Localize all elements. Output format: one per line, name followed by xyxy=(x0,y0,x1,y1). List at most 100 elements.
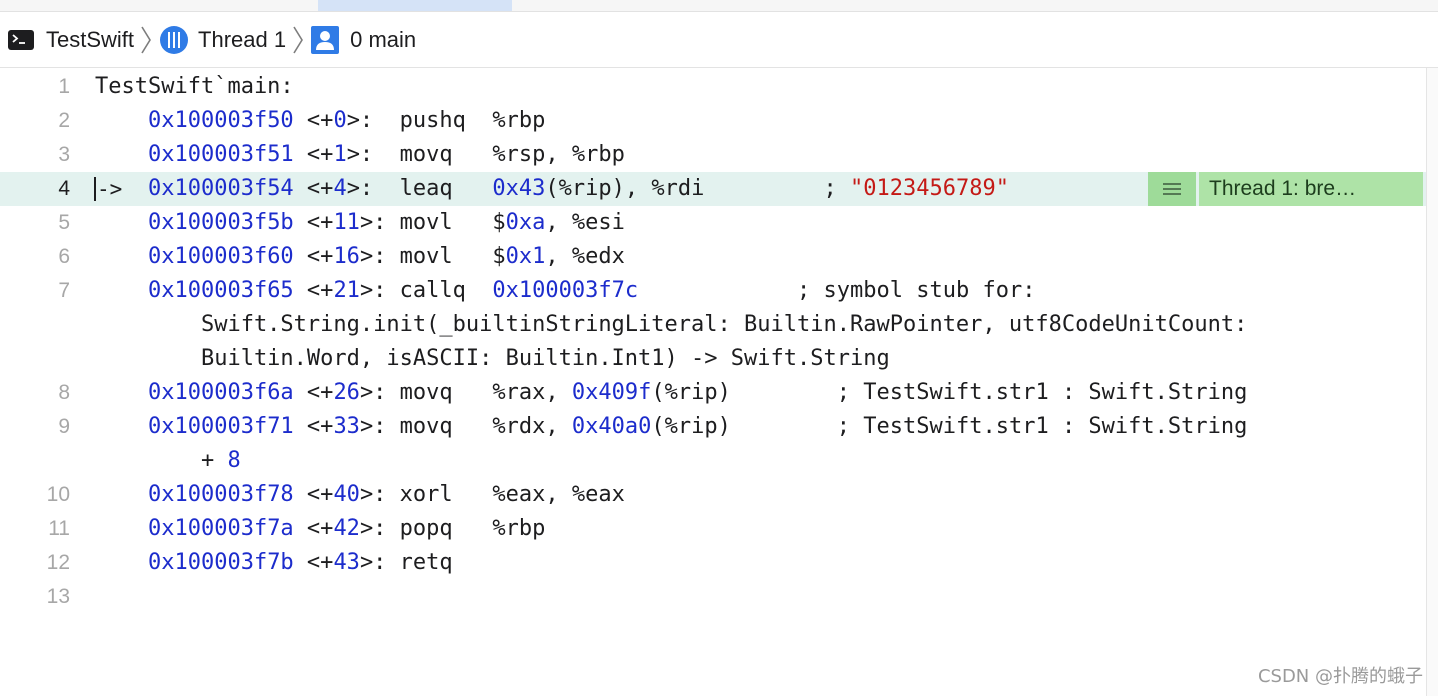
chevron-right-icon xyxy=(293,26,304,53)
code-token: >: leaq xyxy=(346,176,493,201)
code-token: <+ xyxy=(293,380,334,405)
code-token: >: pushq %rbp xyxy=(346,108,546,133)
code-token xyxy=(95,210,148,235)
code-token: Builtin.Word, isASCII: Builtin.Int1) -> … xyxy=(95,346,890,371)
line-number[interactable]: 12 xyxy=(46,551,70,574)
code-token: >: movl $ xyxy=(359,244,506,269)
code-token: 40 xyxy=(333,482,360,507)
frame-label: 0 main xyxy=(350,26,417,52)
code-token: <+ xyxy=(293,244,334,269)
code-token: 0x40a0 xyxy=(571,414,652,439)
code-token: 33 xyxy=(333,414,360,439)
code-token: 42 xyxy=(333,516,360,541)
code-token xyxy=(95,142,148,167)
line-number[interactable]: 5 xyxy=(58,211,70,234)
code-token: >: callq xyxy=(359,278,493,303)
jump-bar-frame[interactable]: 0 main xyxy=(311,12,416,67)
instruction-address: 0x100003f71 xyxy=(147,414,294,439)
code-line: 0x100003f50 <+0>: pushq %rbp xyxy=(95,104,545,138)
code-token xyxy=(95,550,148,575)
code-line: Builtin.Word, isASCII: Builtin.Int1) -> … xyxy=(95,342,890,376)
line-number[interactable]: 3 xyxy=(58,143,70,166)
watermark: CSDN @扑腾的蛾子 xyxy=(1257,666,1423,687)
breakpoint-annotation[interactable]: Thread 1: bre… xyxy=(1148,172,1423,206)
instruction-address: 0x100003f65 xyxy=(147,278,294,303)
jump-bar-thread[interactable]: Thread 1 xyxy=(159,12,286,67)
line-number[interactable]: 10 xyxy=(46,483,70,506)
code-token: (%rip) ; TestSwift.str1 : Swift.String xyxy=(651,414,1248,439)
code-token xyxy=(95,414,148,439)
tab-strip xyxy=(0,0,1438,12)
code-line: 0x100003f60 <+16>: movl $0x1, %edx xyxy=(95,240,625,274)
code-line: 0x100003f65 <+21>: callq 0x100003f7c ; s… xyxy=(95,274,1035,308)
code-token: 43 xyxy=(333,550,360,575)
code-token: + xyxy=(95,448,228,473)
active-tab[interactable] xyxy=(318,0,512,11)
line-number[interactable]: 9 xyxy=(58,415,70,438)
code-token: >: popq %rbp xyxy=(359,516,546,541)
code-token: <+ xyxy=(293,278,334,303)
instruction-address: 0x100003f78 xyxy=(147,482,294,507)
code-token: 8 xyxy=(227,448,241,473)
code-line: TestSwift`main: xyxy=(95,70,294,104)
program-counter-marker: -> xyxy=(94,172,124,206)
code-token: 26 xyxy=(333,380,360,405)
code-line: 0x100003f7b <+43>: retq xyxy=(95,546,453,580)
jump-bar-target[interactable]: TestSwift xyxy=(8,12,134,67)
instruction-address: 0x100003f6a xyxy=(147,380,294,405)
list-lines-icon[interactable] xyxy=(1148,172,1196,206)
code-token: 4 xyxy=(333,176,347,201)
line-number[interactable]: 2 xyxy=(58,109,70,132)
instruction-address: 0x100003f5b xyxy=(147,210,294,235)
code-line: + 8 xyxy=(95,444,241,478)
code-token: >: xorl %eax, %eax xyxy=(359,482,625,507)
code-token: ; symbol stub for: xyxy=(638,278,1036,303)
code-token: >: movq %rdx, xyxy=(359,414,572,439)
code-line: 0x100003f71 <+33>: movq %rdx, 0x40a0(%ri… xyxy=(95,410,1247,444)
jump-bar: TestSwift Thread 1 0 main xyxy=(0,12,1438,68)
line-number[interactable]: 7 xyxy=(58,279,70,302)
code-line: 0x100003f7a <+42>: popq %rbp xyxy=(95,512,545,546)
terminal-icon xyxy=(8,29,34,51)
instruction-address: 0x100003f7a xyxy=(147,516,294,541)
code-line: 0x100003f6a <+26>: movq %rax, 0x409f(%ri… xyxy=(95,376,1247,410)
code-line: 0x100003f54 <+4>: leaq 0x43(%rip), %rdi … xyxy=(95,172,1009,206)
code-token: 1 xyxy=(333,142,347,167)
code-token: <+ xyxy=(293,142,334,167)
line-number[interactable]: 13 xyxy=(46,585,70,608)
breakpoint-label: Thread 1: bre… xyxy=(1199,172,1423,206)
target-label: TestSwift xyxy=(46,26,135,52)
instruction-address: 0x100003f51 xyxy=(147,142,294,167)
code-token xyxy=(95,244,148,269)
instruction-address: 0x100003f50 xyxy=(147,108,294,133)
code-token xyxy=(95,516,148,541)
code-token: (%rip) ; TestSwift.str1 : Swift.String xyxy=(651,380,1248,405)
string-literal: "0123456789" xyxy=(850,176,1009,201)
code-token: <+ xyxy=(293,516,334,541)
line-number[interactable]: 4 xyxy=(58,177,70,200)
code-token: 16 xyxy=(333,244,360,269)
line-number[interactable]: 6 xyxy=(58,245,70,268)
line-number[interactable]: 8 xyxy=(58,381,70,404)
code-token: 11 xyxy=(333,210,360,235)
code-token: >: movq %rax, xyxy=(359,380,572,405)
code-token: <+ xyxy=(293,176,334,201)
disassembly-editor[interactable]: 1 TestSwift`main: 2 0x100003f50 <+0>: push… xyxy=(0,68,1426,696)
code-line: Swift.String.init(_builtinStringLiteral:… xyxy=(95,308,1247,342)
code-token: <+ xyxy=(293,482,334,507)
code-token: <+ xyxy=(293,414,334,439)
code-token: (%rip), %rdi ; xyxy=(545,176,851,201)
line-number[interactable]: 1 xyxy=(58,75,70,98)
code-token xyxy=(95,380,148,405)
line-number[interactable]: 11 xyxy=(48,517,70,540)
code-token: 0x409f xyxy=(571,380,652,405)
code-token: >: movl $ xyxy=(359,210,506,235)
code-token: 0x100003f7c xyxy=(492,278,639,303)
instruction-address: 0x100003f7b xyxy=(147,550,294,575)
stack-frame-user-icon xyxy=(311,25,340,54)
code-token: 0x1 xyxy=(505,244,546,269)
code-line: 0x100003f5b <+11>: movl $0xa, %esi xyxy=(95,206,625,240)
code-token: , %esi xyxy=(545,210,625,235)
vertical-scrollbar[interactable] xyxy=(1426,68,1438,696)
instruction-address: 0x100003f60 xyxy=(147,244,294,269)
